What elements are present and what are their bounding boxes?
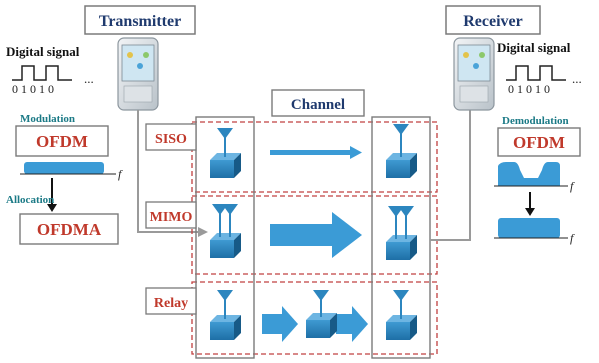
transmitter-title: Transmitter [99, 13, 181, 30]
receiver-signal-label: Digital signal [497, 40, 571, 55]
transmitter-square-wave [12, 65, 72, 81]
receiver-square-wave [506, 65, 566, 81]
mimo-tx-station [210, 204, 241, 258]
receiver-title: Receiver [463, 13, 523, 30]
demodulation-box [497, 127, 581, 157]
siso-label-box [145, 123, 197, 151]
transmitter-bits: 0 1 0 1 0 [12, 82, 54, 96]
mimo-label-box [145, 201, 197, 229]
channel-title-box [271, 89, 365, 117]
transmitter-phone-icon [117, 37, 159, 111]
allocation-scheme: OFDMA [37, 220, 102, 239]
mimo-label: MIMO [150, 210, 193, 225]
transmitter-spectrum [20, 162, 116, 175]
mimo-arrow [270, 212, 362, 258]
rx-column-frame [371, 116, 431, 359]
transmitter-title-box [84, 5, 196, 35]
relay-arrow-2 [336, 306, 368, 342]
siso-label: SISO [155, 132, 187, 147]
siso-arrow [270, 146, 362, 159]
relay-label: Relay [154, 296, 188, 311]
relay-tx-station [210, 290, 241, 340]
relay-row-frame [191, 281, 438, 355]
siso-tx-station [210, 128, 241, 178]
receiver-phone-icon [453, 37, 495, 111]
tx-connector-arrow [198, 227, 208, 237]
allocation-label: Allocation [6, 194, 54, 206]
siso-rx-station [386, 124, 417, 178]
receiver-bits: 0 1 0 1 0 [508, 82, 550, 96]
demodulation-label: Demodulation [502, 115, 569, 127]
transmitter-ellipsis: ... [84, 71, 94, 86]
demodulation-scheme: OFDM [513, 133, 565, 152]
receiver-spectrum-bottom [494, 218, 568, 239]
tx-connector-line [137, 110, 200, 233]
channel-title: Channel [291, 97, 345, 113]
transmitter-axis-label: f [118, 167, 123, 181]
receiver-axis-label-top: f [570, 179, 575, 193]
receiver-spectrum-top [494, 162, 568, 187]
modulation-box [15, 125, 109, 157]
modulation-label: Modulation [20, 113, 75, 125]
mimo-row-frame [191, 195, 438, 275]
receiver-ellipsis: ... [572, 71, 582, 86]
receiver-title-box [445, 5, 541, 35]
relay-label-box [145, 287, 197, 315]
relay-mid-station [306, 290, 337, 338]
mimo-rx-station [386, 206, 417, 260]
rx-connector-line [430, 104, 471, 241]
receiver-axis-label-bottom: f [570, 231, 575, 245]
siso-row-frame [191, 121, 438, 193]
receiver-down-arrow-head [525, 208, 535, 216]
tx-column-frame [195, 116, 255, 359]
modulation-scheme: OFDM [36, 132, 88, 151]
transmitter-signal-label: Digital signal [6, 44, 80, 59]
allocation-box [19, 213, 119, 245]
relay-rx-station [386, 290, 417, 340]
relay-arrow-1 [262, 306, 298, 342]
allocation-arrow-head [47, 204, 57, 212]
